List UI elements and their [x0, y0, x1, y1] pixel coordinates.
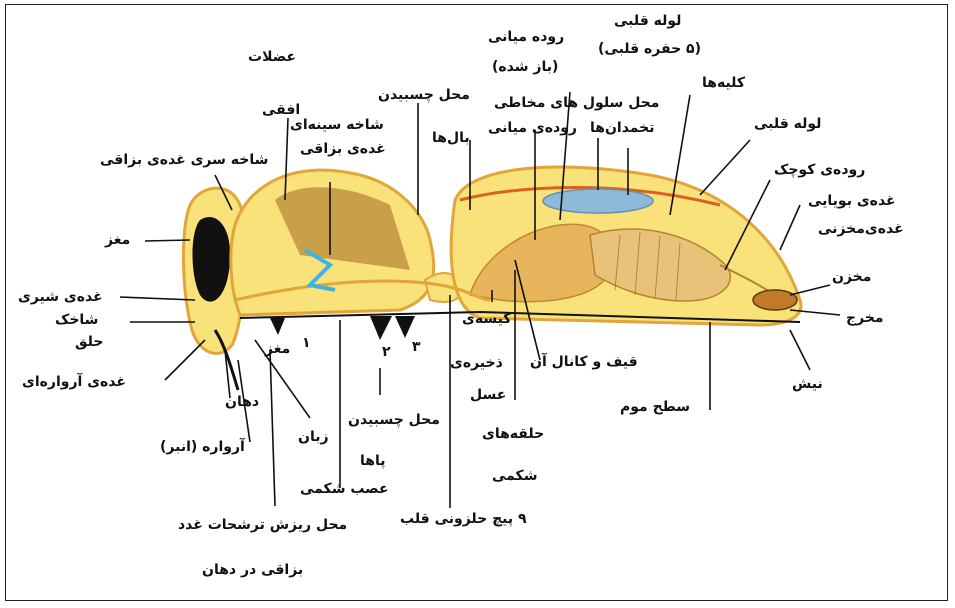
- label-brain-num: مغز: [265, 342, 290, 357]
- label-ventral-nerve: عصب شکمی: [300, 482, 389, 497]
- label-small-intestine: روده‌ی کوچک: [774, 163, 865, 178]
- label-wing-attach-2: بال‌ها: [432, 131, 470, 146]
- label-midgut: روده‌ی میانی: [488, 121, 577, 136]
- label-reservoir-gland: غده‌ی‌مخزنی: [818, 222, 904, 237]
- label-funnel: قیف و کانال آن: [530, 355, 638, 370]
- label-wax-surface: سطح موم: [620, 400, 690, 415]
- label-brain: مغز: [105, 233, 130, 248]
- label-scent-gland: غده‌ی بویایی: [808, 194, 896, 209]
- label-heart-tube-top-1: لوله قلبی: [614, 14, 681, 29]
- leg-stub-1: [270, 318, 285, 335]
- label-wing-attach-1: محل چسبیدن: [378, 88, 470, 103]
- label-tongue: زبان: [298, 430, 329, 445]
- label-pharynx: حلق: [75, 335, 103, 350]
- label-mucous-cells: محل سلول های مخاطی: [494, 96, 659, 111]
- label-legs-attach-2: پاها: [360, 454, 385, 469]
- label-ovaries: تخمدان‌ها: [590, 121, 655, 136]
- label-mouth: دهان: [225, 395, 259, 410]
- label-muscles: عضلات: [248, 50, 296, 65]
- label-heart-spiral: ۹ پیچ حلزونی قلب: [400, 512, 527, 527]
- label-midgut-top-2: (باز شده): [492, 60, 558, 75]
- leg-stub-3: [395, 316, 415, 338]
- label-reservoir: مخزن: [832, 270, 871, 285]
- label-antenna: شاخک: [55, 313, 98, 328]
- label-sting: نیش: [792, 377, 823, 392]
- label-heart-tube: لوله قلبی: [754, 117, 821, 132]
- label-legs-attach-1: محل چسبیدن: [348, 413, 440, 428]
- label-salivary-gland: غده‌ی بزاقی: [300, 142, 386, 157]
- label-saliva-outlet-2: بزاقی در دهان: [202, 563, 303, 578]
- label-num-1: ۱: [302, 336, 311, 351]
- label-mandible-gland: غده‌ی آرواره‌ای: [22, 375, 126, 390]
- label-abdominal-rings-2: شکمی: [492, 469, 537, 484]
- label-num-3: ۳: [412, 340, 421, 355]
- ovary-blue: [543, 189, 653, 213]
- label-royal-jelly-gland: غده‌ی شیری: [18, 290, 103, 305]
- label-midgut-top-1: روده میانی: [488, 30, 564, 45]
- label-kidneys: کلیه‌ها: [702, 76, 745, 91]
- label-thoracic-branch: شاخه سینه‌ای: [290, 118, 384, 133]
- label-anus: مخرج: [846, 311, 884, 326]
- label-heart-tube-top-2: (۵ حفره قلبی): [598, 42, 701, 57]
- leg-stub-2: [370, 316, 392, 340]
- label-honey-sac-2: ذخیره‌ی: [450, 356, 503, 371]
- label-honey-sac-3: عسل: [470, 388, 506, 403]
- reservoir-organ: [753, 290, 797, 310]
- label-head-salivary: شاخه سری غده‌ی بزاقی: [100, 153, 268, 168]
- label-abdominal-rings-1: حلقه‌های: [482, 427, 544, 442]
- label-mandible: آرواره (انبر): [160, 440, 245, 455]
- label-num-2: ۲: [382, 345, 391, 360]
- label-saliva-outlet-1: محل ریزش ترشحات غدد: [178, 518, 347, 533]
- label-honey-sac-1: کیسه‌ی: [462, 312, 511, 327]
